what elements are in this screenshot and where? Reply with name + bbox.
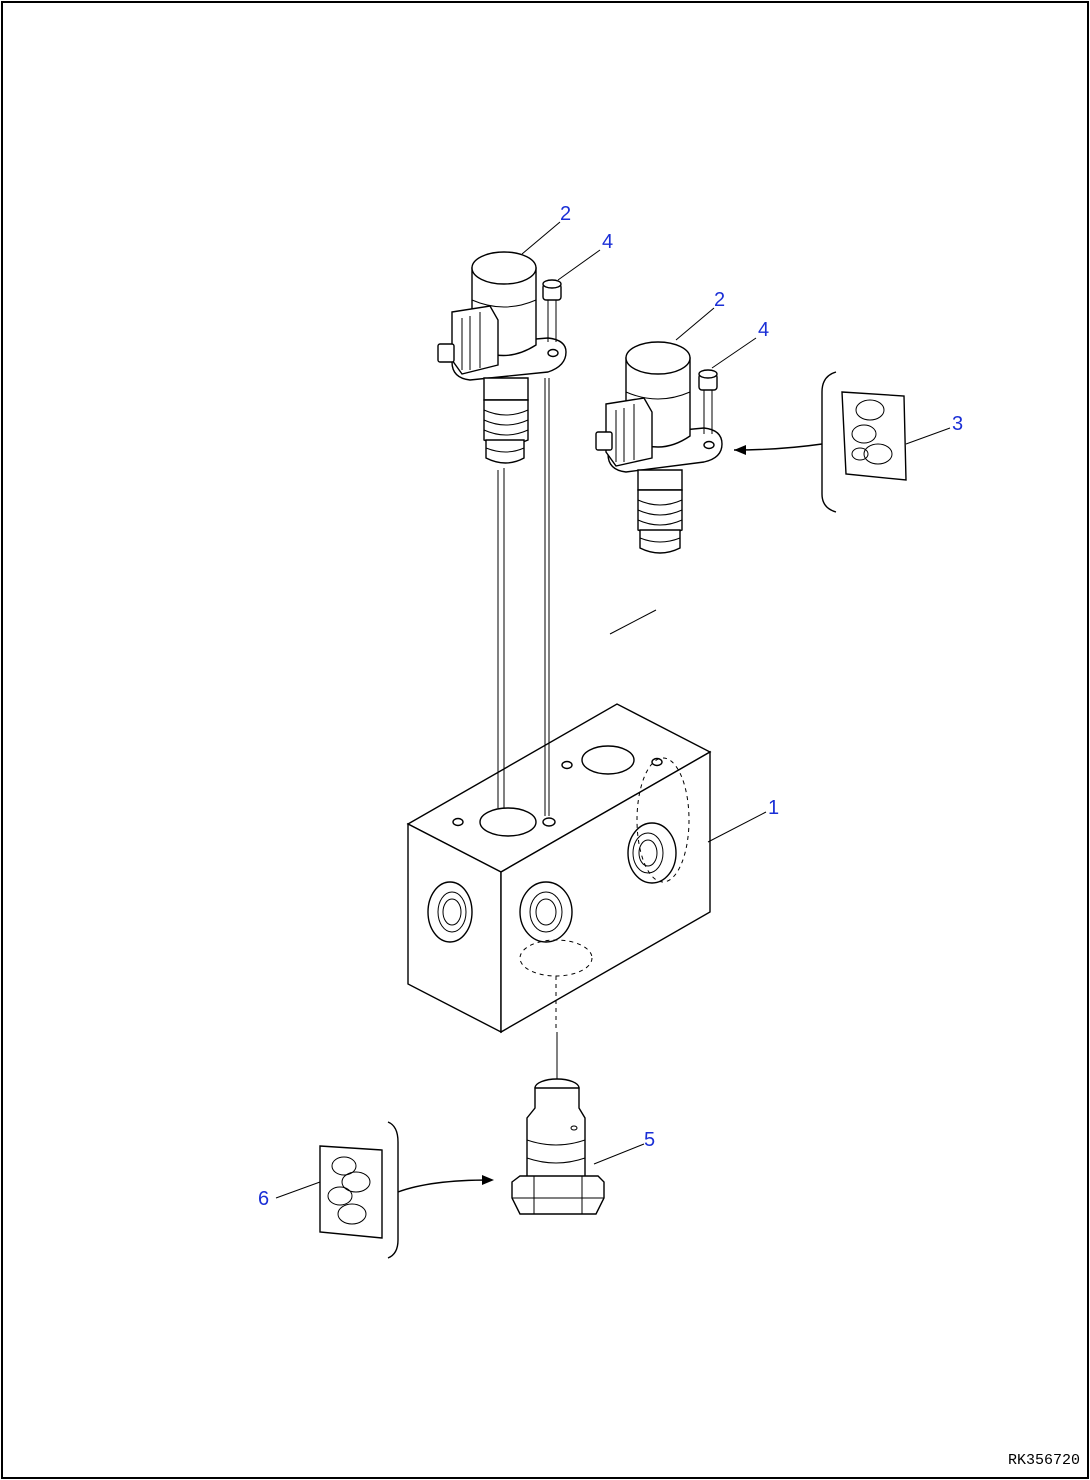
valve-block-part xyxy=(406,703,712,1034)
oring-set-right-part xyxy=(733,371,907,513)
solenoid-valve-left-part xyxy=(437,251,567,808)
callout-2-right-label: 2 xyxy=(714,289,725,311)
callout-6-label: 6 xyxy=(258,1188,269,1210)
callout-3-label: 3 xyxy=(952,413,963,435)
bolt-left-part xyxy=(542,279,562,816)
cartridge-part xyxy=(511,976,605,1215)
callout-4-left-label: 4 xyxy=(602,231,613,253)
callout-4-right-label: 4 xyxy=(758,319,769,341)
callout-leaders xyxy=(275,221,951,1199)
center-line-mark xyxy=(609,609,657,635)
callout-2-left-label: 2 xyxy=(560,203,571,225)
callout-1-label: 1 xyxy=(768,797,779,819)
callout-5-label: 5 xyxy=(644,1129,655,1151)
bolt-right-part xyxy=(698,369,718,434)
solenoid-valve-right-part xyxy=(595,341,723,554)
drawing-code: RK356720 xyxy=(1008,1452,1080,1469)
oring-set-left-part xyxy=(319,1121,494,1259)
